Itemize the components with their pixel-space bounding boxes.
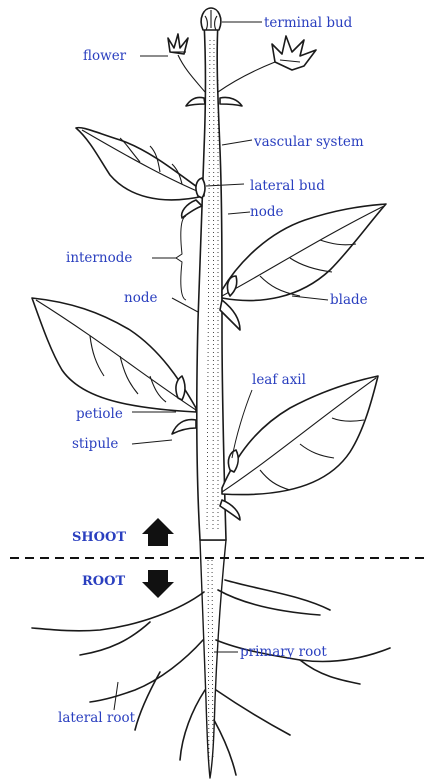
root-label: ROOT [82,574,125,589]
terminal-bud [201,8,221,30]
label-lateral-bud: lateral bud [250,178,325,194]
lateral-root-right [218,590,320,615]
label-vascular-system: vascular system [253,134,364,150]
flower-left [168,34,205,92]
label-blade: blade [330,292,368,308]
label-stipule: stipule [72,436,118,452]
label-terminal-bud: terminal bud [264,15,353,31]
label-internode: internode [66,250,132,266]
label-node-lower: node [124,290,157,306]
label-petiole: petiole [76,406,123,422]
leaf-lower-left [32,298,196,412]
lateral-root-left [32,592,204,631]
label-lateral-root: lateral root [58,710,136,726]
label-leaf-axil: leaf axil [252,372,306,388]
leaf-upper-left [76,128,204,200]
lateral-bud [196,178,205,198]
leaf-lower-right [222,376,378,495]
primary-root [200,540,226,778]
arrow-down-icon [142,570,174,598]
label-primary-root: primary root [240,644,327,660]
arrow-up-icon [142,518,174,546]
label-flower: flower [83,48,127,64]
stipule [172,420,196,434]
shoot-label: SHOOT [72,530,126,545]
flower-right [218,36,316,92]
leaf-upper-right [222,204,386,301]
label-node-upper: node [250,204,283,220]
